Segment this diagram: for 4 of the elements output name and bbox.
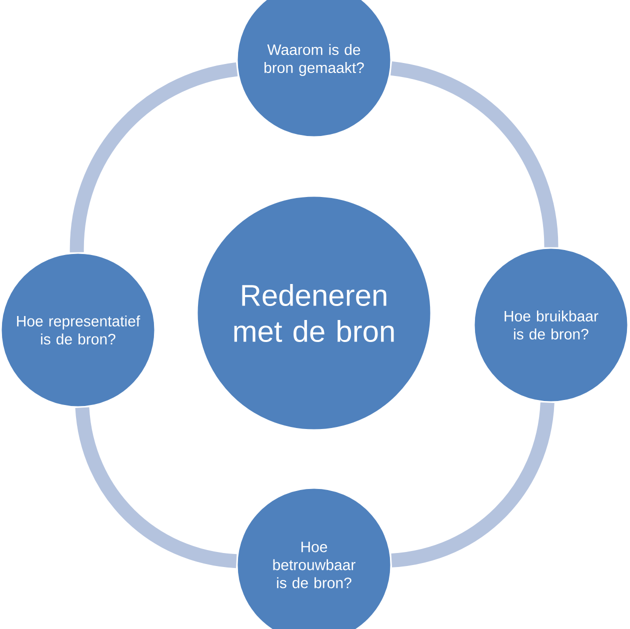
ring-arc: [75, 406, 238, 568]
ring-arc: [390, 61, 558, 248]
ring-arc: [390, 402, 554, 568]
ring-arc: [70, 62, 238, 253]
